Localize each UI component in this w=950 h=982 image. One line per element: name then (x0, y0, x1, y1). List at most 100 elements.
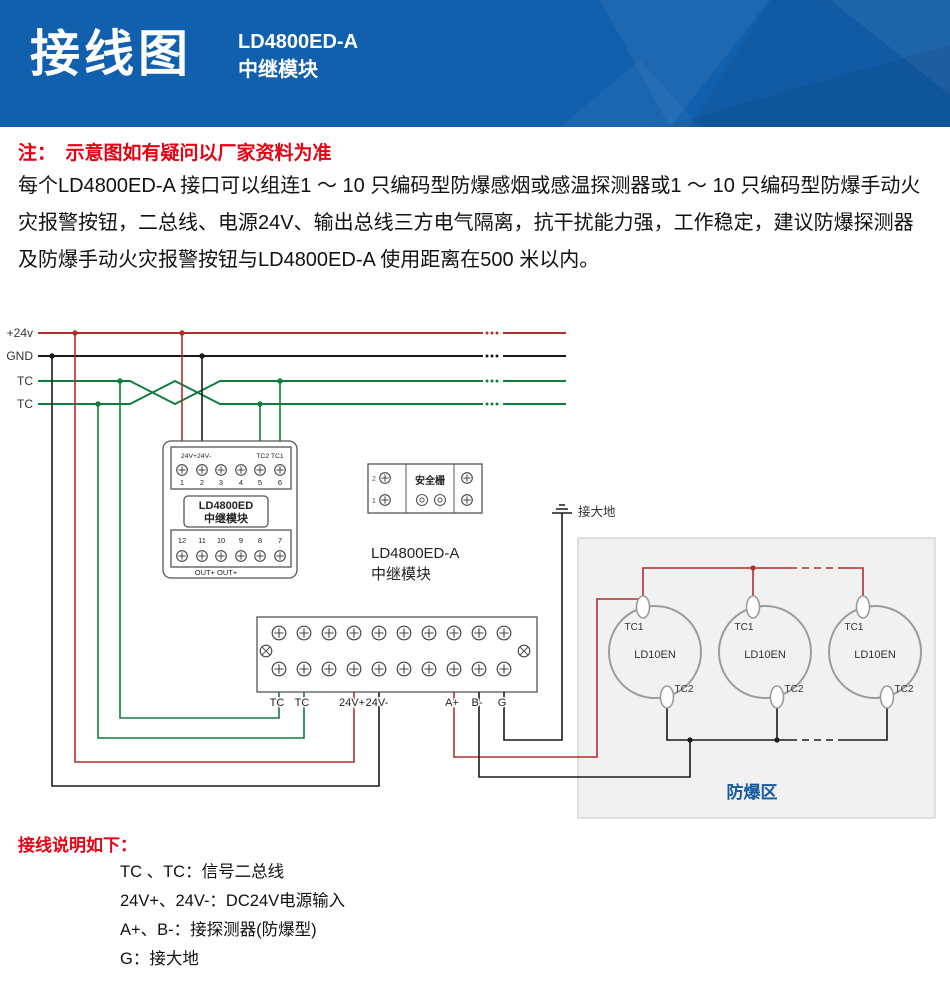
screw-icon (396, 625, 412, 641)
screw-icon (421, 661, 437, 677)
detector-tc2-label: TC2 (785, 684, 804, 695)
terminal-oval (659, 685, 675, 709)
model-name: LD4800ED-A (238, 31, 359, 53)
detector-terminals (635, 595, 895, 709)
fuse-icon (433, 493, 447, 507)
relay-module: 24V+24V- TC2 TC1 1 2 3 4 5 6 LD4800ED 中继… (162, 440, 298, 579)
screw-icon (274, 550, 286, 562)
wire-b-minus (478, 692, 691, 778)
header-subtitle: LD4800ED-A 中继模块 (238, 28, 358, 84)
bus-label-gnd: GND (6, 349, 33, 363)
terminal-number: 6 (278, 478, 282, 487)
terminal-label: G (498, 697, 507, 709)
detector-name: LD10EN (744, 649, 786, 661)
screw-icon (271, 661, 287, 677)
screw-icon (235, 550, 247, 562)
barrier-terminal-number: 2 (372, 476, 376, 483)
terminal-oval (769, 685, 785, 709)
terminal-label: A+ (445, 697, 459, 709)
wire-tc-to-module (259, 381, 281, 447)
screw-icon (346, 661, 362, 677)
module-type: 中继模块 (238, 59, 318, 81)
detector-tc1-label: TC1 (735, 622, 754, 633)
terminal-number: 2 (200, 478, 204, 487)
relay-module-bottom-strip (170, 529, 292, 568)
screw-icon (321, 661, 337, 677)
terminal-number: 7 (278, 536, 282, 545)
legend-item: A+、B-：接探测器(防爆型) (120, 921, 317, 939)
screw-icon (235, 464, 247, 476)
wire-tc1-to-block (119, 381, 280, 719)
terminal-block-body (256, 616, 538, 693)
terminal-number: 10 (217, 536, 225, 545)
page-title: 接线图 (30, 26, 192, 82)
legend-item: TC 、TC：信号二总线 (120, 863, 285, 881)
safety-barrier-label: 安全栅 (415, 474, 445, 487)
fuse-icon (419, 497, 425, 503)
junction-dots (49, 330, 283, 407)
screw-icon (461, 494, 473, 506)
screw-icon (371, 625, 387, 641)
module-name-line2: 中继模块 (204, 511, 249, 525)
bus-to-module-wires (181, 333, 281, 447)
terminal-oval (635, 595, 651, 619)
cross-screw-icon (259, 644, 273, 658)
bus-break-dots (485, 331, 499, 406)
screw-icon (271, 625, 287, 641)
screw-icon (176, 550, 188, 562)
screw-icon (215, 464, 227, 476)
safety-barrier: 2 1 安全栅 (367, 463, 483, 514)
screw-icon (446, 661, 462, 677)
screw-icon (296, 661, 312, 677)
legend-title: 接线说明如下： (18, 836, 137, 855)
screw-icon (346, 625, 362, 641)
wire-gnd-to-block (51, 356, 380, 787)
module-caption-line2: 中继模块 (371, 566, 431, 583)
junction-dot (687, 737, 693, 743)
terminal-number: 1 (180, 478, 184, 487)
module-top-left-label: 24V+24V- (181, 453, 211, 460)
ground-label: 接大地 (578, 504, 616, 519)
module-top-right-label: TC2 TC1 (256, 453, 284, 460)
terminal-block (256, 616, 538, 693)
junction-dot (774, 737, 780, 743)
wiring-diagram: +24v GND TC TC 24V+24V- TC (6, 326, 936, 819)
wire-detector-top-bridge (642, 567, 864, 599)
header-banner: 接线图 LD4800ED-A 中继模块 (0, 0, 950, 127)
module-name-line1: LD4800ED (199, 500, 253, 512)
module-caption-line1: LD4800ED-A (371, 545, 459, 562)
terminal-label: 24V- (366, 697, 389, 709)
terminal-number: 8 (258, 536, 262, 545)
terminal-number: 9 (239, 536, 243, 545)
terminal-number: 4 (239, 478, 243, 487)
screw-icon (274, 464, 286, 476)
barrier-terminal-number: 1 (372, 498, 376, 505)
screw-icon (296, 625, 312, 641)
screw-icon (421, 625, 437, 641)
wire-tc2-to-block (97, 404, 305, 739)
fuse-icon (437, 497, 443, 503)
explosion-proof-zone-box (577, 537, 936, 819)
safety-barrier-dividers (405, 464, 455, 513)
screw-icon (396, 661, 412, 677)
earth-ground-icon (552, 504, 572, 514)
relay-module-nameplate (183, 495, 269, 528)
junction-dot (750, 565, 756, 571)
terminal-label: TC (270, 697, 285, 709)
relay-module-top-strip (170, 446, 292, 490)
legend-item: 24V+、24V-：DC24V电源输入 (120, 892, 346, 910)
bus-line-tc2 (38, 379, 566, 405)
screw-icon (461, 472, 473, 484)
detector-tc1-label: TC1 (625, 622, 644, 633)
bus-label-24v: +24v (7, 326, 33, 340)
terminal-oval (745, 595, 761, 619)
note-text: 注： 示意图如有疑问以厂家资料为准 (18, 143, 332, 164)
bus-to-terminal-wires (51, 333, 380, 787)
detector-tc1-label: TC1 (845, 622, 864, 633)
screw-icon (196, 550, 208, 562)
terminal-oval (879, 685, 895, 709)
terminal-oval (855, 595, 871, 619)
screw-icon (471, 661, 487, 677)
header-pattern (560, 0, 950, 127)
